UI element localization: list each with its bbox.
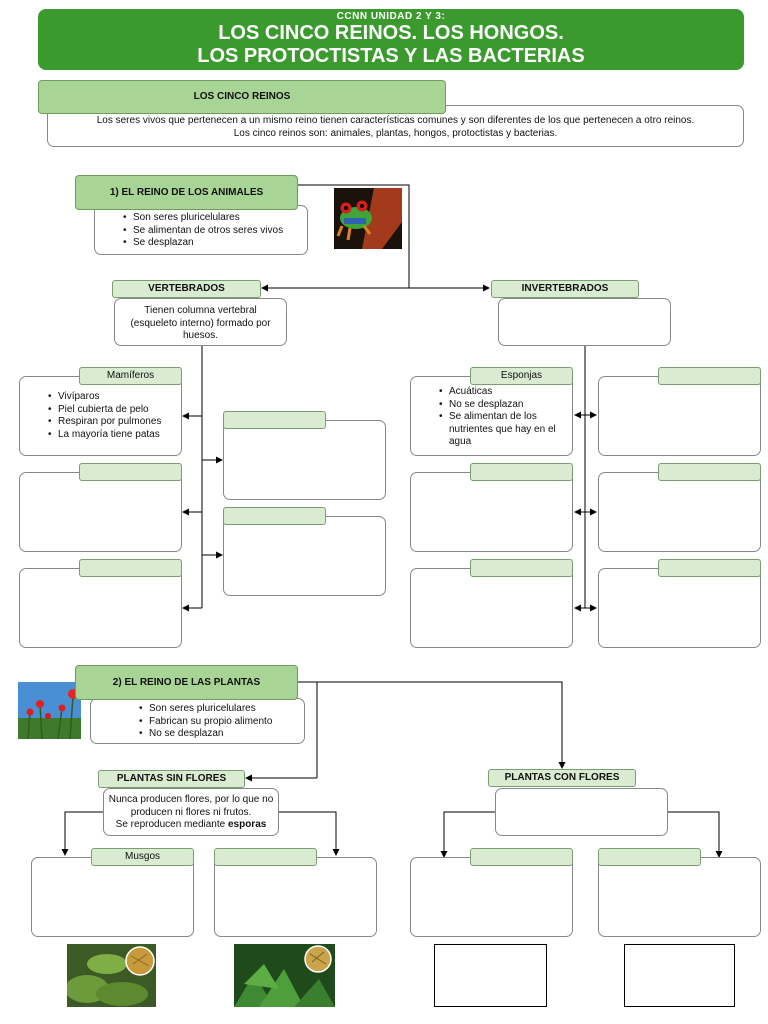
mosses-box — [31, 857, 194, 937]
intro-line-2: Los cinco reinos son: animales, plantas,… — [233, 127, 558, 139]
sponges-heading: Esponjas — [470, 367, 573, 385]
invertebrate-group-label-2 — [470, 463, 573, 481]
moss-photo — [67, 944, 156, 1007]
ferns-label — [214, 848, 317, 866]
vertebrates-description-box: Tienen columna vertebral (esqueleto inte… — [114, 298, 287, 346]
page-title-line-2: LOS PROTOCTISTAS Y LAS BACTERIAS — [197, 45, 585, 67]
flowering-group-box-1 — [410, 857, 573, 937]
plants-trait: Son seres pluricelulares — [137, 703, 304, 716]
vertebrates-description: Tienen columna vertebral (esqueleto inte… — [130, 305, 271, 341]
animals-traits-box: Son seres pluricelulares Se alimentan de… — [94, 205, 308, 255]
invertebrate-group-label-3 — [470, 559, 573, 577]
animals-trait: Se alimentan de otros seres vivos — [121, 225, 307, 238]
plants-without-flowers-reproduction: Se reproducen mediante — [115, 819, 228, 830]
unit-subtitle: CCNN UNIDAD 2 Y 3: — [336, 11, 446, 22]
invertebrate-group-box-6 — [598, 568, 761, 648]
vertebrate-group-box-2 — [19, 472, 182, 552]
flowering-group-label-2 — [598, 848, 701, 866]
sponges-trait: Se alimentan de los nutrientes que hay e… — [437, 411, 568, 449]
mammals-trait: Piel cubierta de pelo — [46, 404, 181, 417]
vertebrate-group-box-4 — [223, 420, 386, 500]
intro-heading: LOS CINCO REINOS — [38, 80, 446, 114]
plants-without-flowers-description: Nunca producen flores, por lo que no pro… — [108, 794, 274, 818]
invertebrate-group-box-2 — [410, 472, 573, 552]
invertebrate-group-box-5 — [598, 472, 761, 552]
poppies-photo — [18, 682, 81, 739]
title-banner: CCNN UNIDAD 2 Y 3: LOS CINCO REINOS. LOS… — [38, 9, 744, 70]
mammals-trait: Respiran por pulmones — [46, 416, 181, 429]
plants-traits-box: Son seres pluricelulares Fabrican su pro… — [90, 698, 305, 744]
animals-trait: Son seres pluricelulares — [121, 212, 307, 225]
invertebrate-group-box-4 — [598, 376, 761, 456]
vertebrate-group-label-3 — [79, 559, 182, 577]
fern-photo — [234, 944, 335, 1007]
animals-heading: 1) EL REINO DE LOS ANIMALES — [75, 175, 298, 210]
mammals-trait: La mayoría tiene patas — [46, 429, 181, 442]
invertebrate-group-label-6 — [658, 559, 761, 577]
vertebrate-group-box-3 — [19, 568, 182, 648]
sponges-trait: Acuáticas — [437, 386, 568, 399]
invertebrate-group-box-3 — [410, 568, 573, 648]
mammals-heading: Mamíferos — [79, 367, 182, 385]
animals-trait: Se desplazan — [121, 237, 307, 250]
plants-with-flowers-description-box — [495, 788, 668, 836]
ferns-box — [214, 857, 377, 937]
invertebrate-group-label-5 — [658, 463, 761, 481]
page-title-line-1: LOS CINCO REINOS. LOS HONGOS. — [218, 22, 564, 44]
mammals-box: Vivíparos Piel cubierta de pelo Respiran… — [19, 376, 182, 456]
sponges-trait: No se desplazan — [437, 399, 568, 412]
flowering-photo-placeholder-2 — [624, 944, 735, 1007]
intro-line-1: Los seres vivos que pertenecen a un mism… — [96, 115, 695, 126]
invertebrates-heading: INVERTEBRADOS — [491, 280, 639, 298]
invertebrates-description-box — [498, 298, 671, 346]
plants-with-flowers-heading: PLANTAS CON FLORES — [488, 769, 636, 787]
spores-keyword: esporas — [227, 819, 267, 830]
plants-heading: 2) EL REINO DE LAS PLANTAS — [75, 665, 298, 700]
frog-photo — [334, 188, 402, 249]
plants-trait: No se desplazan — [137, 728, 304, 741]
vertebrate-group-label-4 — [223, 411, 326, 429]
vertebrates-heading: VERTEBRADOS — [112, 280, 261, 298]
sponges-box: Acuáticas No se desplazan Se alimentan d… — [410, 376, 573, 456]
plants-without-flowers-description-box: Nunca producen flores, por lo que no pro… — [103, 788, 279, 836]
flowering-group-box-2 — [598, 857, 761, 937]
plants-without-flowers-heading: PLANTAS SIN FLORES — [98, 770, 245, 788]
flowering-photo-placeholder-1 — [434, 944, 547, 1007]
vertebrate-group-label-2 — [79, 463, 182, 481]
mammals-trait: Vivíparos — [46, 391, 181, 404]
invertebrate-group-label-4 — [658, 367, 761, 385]
plants-trait: Fabrican su propio alimento — [137, 716, 304, 729]
flowering-group-label-1 — [470, 848, 573, 866]
vertebrate-group-label-5 — [223, 507, 326, 525]
vertebrate-group-box-5 — [223, 516, 386, 596]
mosses-heading: Musgos — [91, 848, 194, 866]
